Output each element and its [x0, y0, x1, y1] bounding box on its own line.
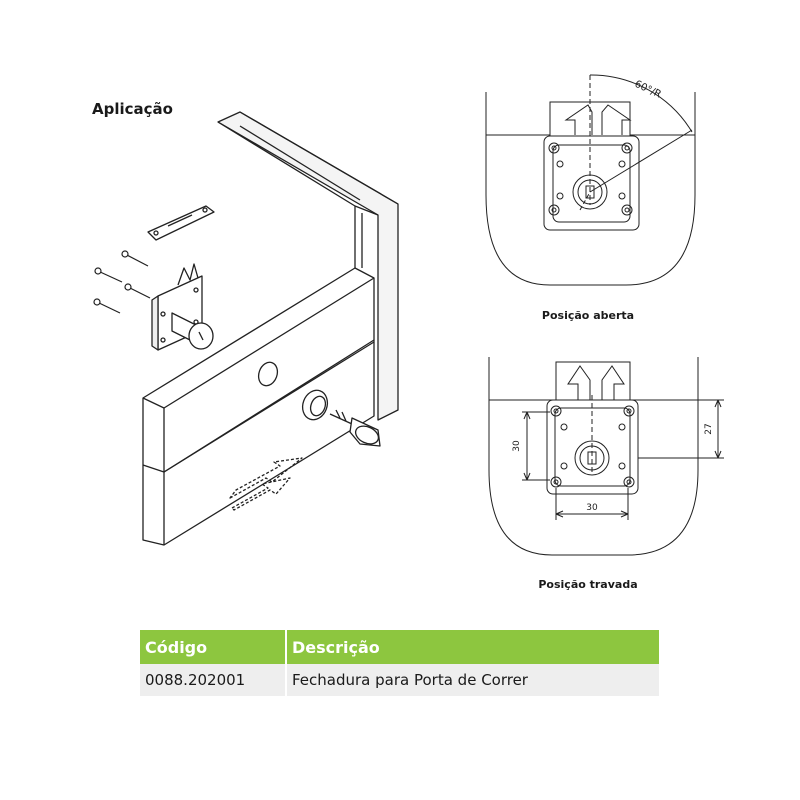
- dimension-bottom: 30: [586, 503, 598, 513]
- dimension-right: 27: [704, 423, 714, 434]
- application-heading: Aplicação: [92, 100, 173, 118]
- table-row: 0088.202001 Fechadura para Porta de Corr…: [140, 664, 659, 696]
- locked-position-caption: Posição travada: [538, 578, 638, 591]
- cell-code: 0088.202001: [140, 664, 287, 696]
- header-description: Descrição: [286, 630, 659, 664]
- open-position-caption: Posição aberta: [541, 309, 635, 322]
- table-header-row: Código Descrição: [140, 630, 659, 664]
- cell-description: Fechadura para Porta de Correr: [286, 664, 659, 696]
- dimension-left: 30: [512, 440, 522, 452]
- header-code: Código: [140, 630, 287, 664]
- product-table: Código Descrição 0088.202001 Fechadura p…: [140, 630, 659, 696]
